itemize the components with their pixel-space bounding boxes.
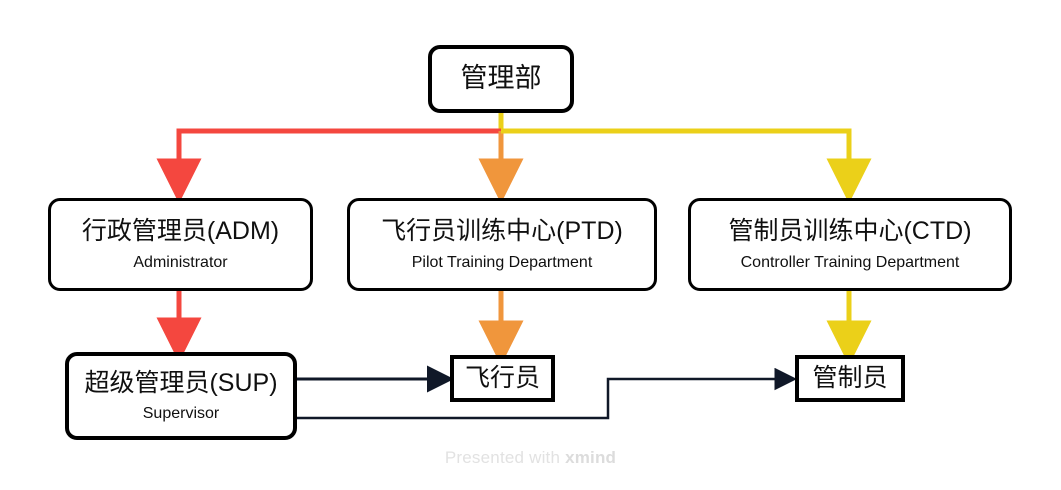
node-administrator[interactable]: 行政管理员(ADM) Administrator: [48, 198, 313, 291]
node-supervisor[interactable]: 超级管理员(SUP) Supervisor: [65, 352, 297, 440]
node-title-cn: 行政管理员(ADM): [81, 217, 280, 246]
watermark-prefix: Presented with: [444, 448, 566, 467]
node-controller-training-department[interactable]: 管制员训练中心(CTD) Controller Training Departm…: [688, 198, 1012, 291]
watermark-brand: xmind: [565, 448, 617, 467]
edge-root-to-adm: [156, 128, 501, 204]
node-controller[interactable]: 管制员: [795, 355, 905, 402]
node-subtitle-en: Pilot Training Department: [411, 253, 593, 271]
node-subtitle-en: Supervisor: [142, 405, 220, 423]
node-subtitle-en: Controller Training Department: [740, 253, 960, 271]
node-title-cn: 管制员训练中心(CTD): [728, 217, 972, 246]
node-title-cn: 飞行员: [464, 363, 540, 392]
node-title-cn: 超级管理员(SUP): [84, 368, 278, 397]
node-title-cn: 管制员: [812, 363, 888, 392]
node-title-cn: 管理部: [460, 63, 542, 94]
node-pilot-training-department[interactable]: 飞行员训练中心(PTD) Pilot Training Department: [347, 198, 657, 291]
node-subtitle-en: Administrator: [133, 253, 228, 271]
node-title-cn: 飞行员训练中心(PTD): [381, 217, 623, 246]
watermark: Presented with xmind: [0, 448, 1061, 468]
edge-sup-to-controller: [297, 367, 797, 420]
node-pilot[interactable]: 飞行员: [450, 355, 555, 402]
node-management-department[interactable]: 管理部: [428, 45, 574, 113]
edge-root-to-ctd: [501, 128, 872, 204]
